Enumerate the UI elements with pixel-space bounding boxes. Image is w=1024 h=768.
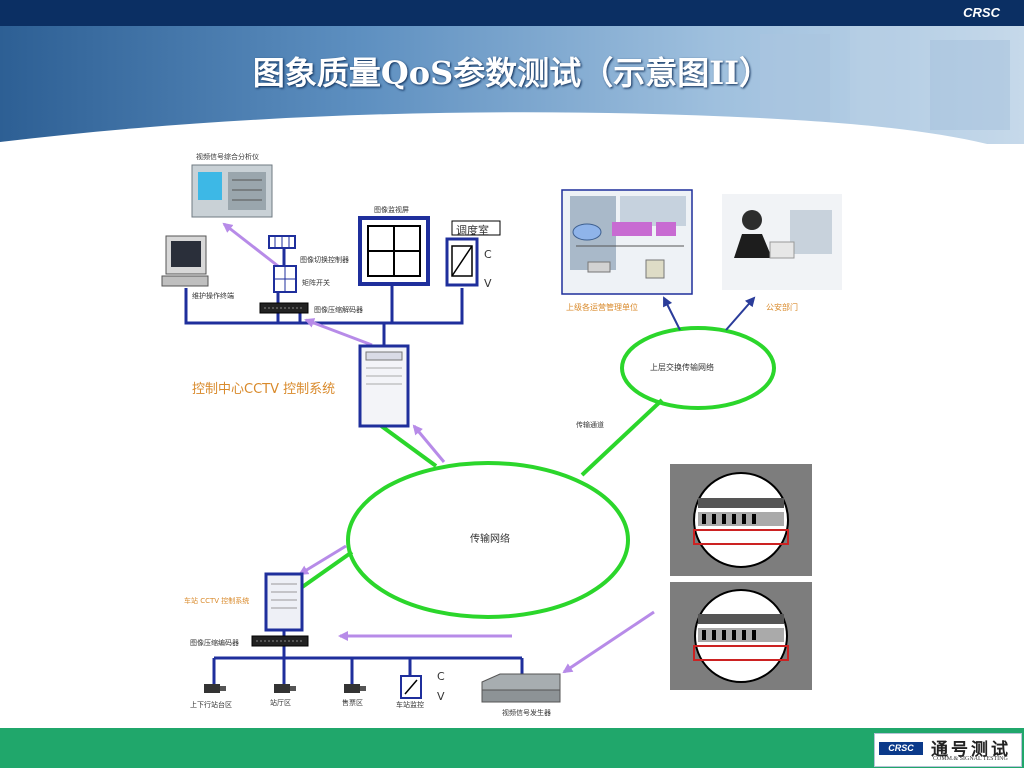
header-banner [0,26,1024,144]
label-station-monitor: 车站监控 [396,701,424,709]
arrow-to-station [298,544,347,576]
dispatch-room-icon [445,220,501,287]
link-station-network [296,550,354,592]
analyzer-icon [191,164,273,218]
test-pattern-bottom-icon [670,582,812,690]
link-center-network [378,423,438,468]
label-matrix-switch: 矩阵开关 [302,279,330,287]
label-transmission-channel: 传输通道 [576,421,604,429]
label-monitor-screen: 图像监视屏 [374,206,409,214]
brand-label: CRSC [963,5,1000,20]
label-v-top: V [484,277,492,290]
label-signal-generator: 视频信号发生器 [502,709,551,717]
monitor-screen-icon [358,216,430,286]
upper-management-building-icon [561,189,693,295]
transmission-network-ellipse [346,461,630,619]
signal-generator-icon [481,673,561,703]
footer-logo-en: COMM.& SIGNAL TESTING [933,756,1008,762]
camera-platform-icon [204,684,226,693]
footer-logo-cn: 通号测试 [931,740,1011,760]
arrow-to-upper-mgmt [663,296,681,331]
label-v-bottom: V [437,690,445,703]
station-cctv-cabinet-icon [264,572,304,632]
footer-bar [0,728,1024,768]
label-switch-controller: 图像切换控制器 [300,256,349,264]
encoder-icon [251,635,309,647]
label-analyzer: 视频信号综合分析仪 [196,153,259,161]
header-background [0,26,1024,144]
arrow-to-center [412,424,446,463]
label-control-center: 控制中心CCTV 控制系统 [192,382,336,397]
label-police: 公安部门 [766,303,798,312]
top-bar: CRSC [0,0,1024,26]
label-upper-mgmt: 上级各运营管理单位 [566,303,638,312]
label-c-top: C [484,248,492,261]
police-operator-icon [722,194,842,290]
label-station-cctv: 车站 CCTV 控制系统 [184,597,250,605]
camera-ticket-icon [344,684,366,693]
label-maint-terminal: 维护操作终端 [192,292,234,300]
matrix-switch-icon [273,265,297,293]
arrow-to-police [725,296,756,331]
camera-hall-icon [274,684,296,693]
label-platform: 上下行站台区 [190,701,232,709]
footer-logo-mark: CRSC [879,742,923,755]
label-hall: 站厅区 [270,699,291,707]
control-center-bus [184,288,464,325]
label-upper-network: 上层交换传输网络 [650,363,714,372]
label-c-bottom: C [437,670,445,683]
station-monitor-icon [400,675,422,699]
test-pattern-top-icon [670,464,812,576]
link-network-upper [580,398,664,477]
maintenance-terminal-icon [161,235,209,287]
label-decoder: 图像压缩解码器 [314,306,363,314]
label-network: 传输网络 [470,534,510,545]
upper-network-ellipse [620,326,776,410]
control-center-cabinet-icon [358,344,410,428]
decoder-icon [259,302,309,314]
label-encoder: 图像压缩编码器 [190,639,239,647]
arrow-to-analyzer [222,222,279,268]
arrow-to-decoder [304,318,373,347]
label-ticket: 售票区 [342,699,363,707]
footer-logo: CRSC 通号测试 COMM.& SIGNAL TESTING [874,733,1022,767]
switch-controller-icon [268,235,296,249]
label-dispatch-room: 调度室 [456,224,489,237]
arrow-test-pattern [562,610,655,674]
page-title: 图象质量QoS参数测试（示意图II） [252,54,772,92]
